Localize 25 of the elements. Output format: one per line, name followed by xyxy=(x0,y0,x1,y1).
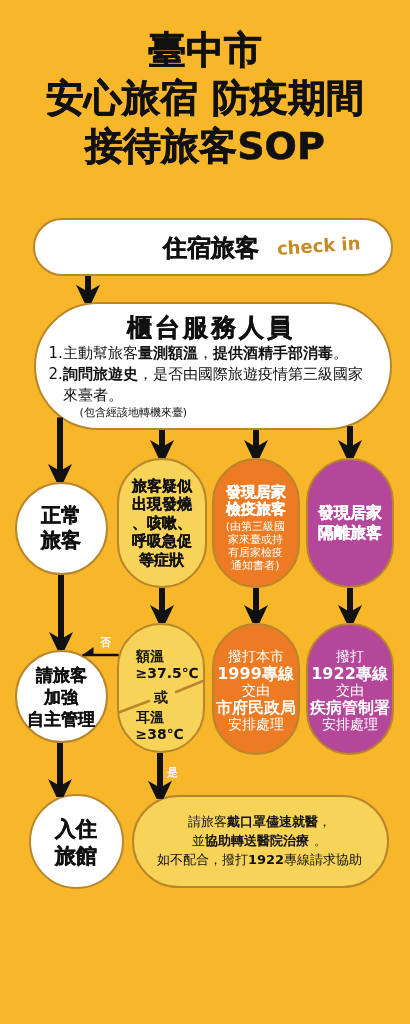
tagline-text: check in xyxy=(275,230,361,261)
condition-text: 額溫≥37.5℃ xyxy=(135,647,200,682)
node-label: 發現居家隔離旅客 xyxy=(316,502,383,543)
node-label: 旅客疑似出現發燒、咳嗽、呼吸急促等症狀 xyxy=(130,476,193,569)
node-label: 正常旅客 xyxy=(40,502,82,553)
node-label: 如不配合，撥打1922專線請求協助 xyxy=(156,850,363,869)
condition-text: 耳溫≥38℃ xyxy=(135,708,185,743)
node-label: 撥打本市1999專線交由市府民政局安排處理 xyxy=(214,647,297,733)
step-text: 1.主動幫旅客量測額溫，提供酒精手部消毒。 xyxy=(48,342,348,364)
note-text: (由第三級國家來臺或持有居家檢疫通知書者) xyxy=(225,519,286,573)
node-label: 發現居家檢疫旅客 xyxy=(224,483,287,518)
node-label: 或 xyxy=(153,687,168,706)
node-heading: 櫃台服務人員 xyxy=(126,312,295,343)
arrow xyxy=(82,647,119,657)
step-text: 2.詢問旅遊史，是否由國際旅遊疫情第三級國家來臺者。 xyxy=(48,363,364,406)
node-label: 住宿旅客 xyxy=(162,232,259,263)
pill-box xyxy=(33,218,393,276)
note-text: (包含經該地轉機來臺) xyxy=(79,405,188,420)
node-label: 撥打1922專線交由疾病管制署安排處理 xyxy=(308,647,391,733)
poster-title: 臺中市安心旅宿 防疫期間接待旅客SOP xyxy=(45,27,365,170)
node-label: 請旅客加強自主管理 xyxy=(26,663,96,730)
node-label: 請旅客戴口罩儘速就醫，並協助轉送醫院治療 。 xyxy=(187,812,332,850)
edge-label: 是 xyxy=(167,766,178,780)
edge-label: 否 xyxy=(100,636,111,650)
node-label: 入住旅館 xyxy=(54,815,98,870)
